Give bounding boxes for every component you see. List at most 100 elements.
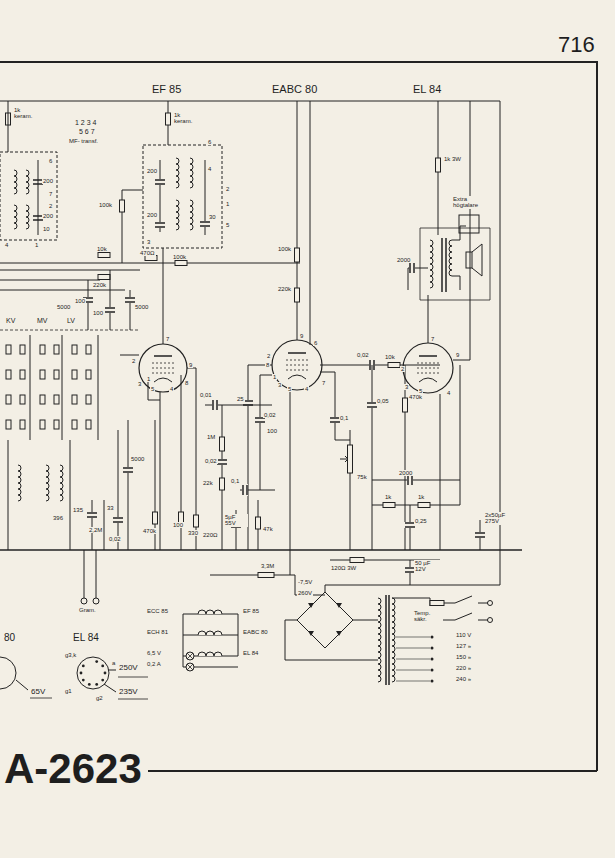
switch-contact [40, 420, 45, 429]
wire [87, 516, 97, 518]
wire [108, 670, 116, 671]
wire [290, 390, 291, 550]
tap [431, 658, 434, 661]
tap [431, 647, 434, 650]
socket-pin [101, 679, 104, 682]
wire [453, 101, 470, 360]
resistor-symbol [430, 601, 444, 606]
label-text: 2 [225, 186, 230, 192]
coil [430, 240, 433, 288]
label-text: 6 [207, 139, 212, 145]
wire [385, 595, 387, 685]
socket-pin [95, 660, 98, 663]
label-text: 220 » [455, 665, 472, 671]
wire [478, 620, 488, 621]
label-text: 220Ω [202, 532, 219, 538]
wire [183, 614, 184, 667]
wire [478, 603, 488, 604]
wire [217, 459, 227, 461]
tube-envelope [403, 343, 453, 393]
label-text: 100 [266, 428, 278, 434]
wire [70, 440, 71, 550]
tap [431, 680, 434, 683]
label-text: 1M [206, 434, 216, 440]
label-text: 3 [277, 382, 282, 388]
wire [84, 550, 85, 598]
wire [96, 550, 97, 598]
wire [0, 330, 140, 331]
label-text: 3 [404, 384, 409, 390]
resistor-symbol [98, 253, 110, 258]
label-text: 5000 [56, 304, 71, 310]
switch-contact [86, 395, 91, 404]
wire [160, 392, 161, 550]
resistor-symbol [175, 261, 187, 266]
wire [210, 575, 258, 576]
wire [0, 62, 597, 771]
socket-pin [104, 672, 107, 675]
switch-contact [86, 420, 91, 429]
wire [152, 363, 174, 364]
label-text: 396 [52, 515, 64, 521]
socket-pin [80, 672, 83, 675]
wire [187, 653, 193, 659]
coil [60, 465, 63, 501]
wire [110, 270, 111, 330]
wire [417, 373, 439, 374]
switch-contact [20, 370, 25, 379]
if-can [143, 145, 222, 248]
label-text: EABC 80 [242, 629, 269, 635]
label-text: 200 [146, 168, 158, 174]
label-text: 127 » [455, 643, 472, 649]
label-text: g2 [95, 695, 104, 701]
wire [212, 400, 214, 410]
label-text: 1 2 3 4 [74, 119, 97, 126]
wire [409, 263, 411, 273]
wire [217, 463, 227, 465]
capacitor-gap [242, 484, 248, 496]
label-text: ECH 81 [146, 629, 169, 635]
wire [444, 603, 455, 604]
label-text: 2,2M [88, 527, 103, 533]
wire [104, 684, 116, 692]
wire [367, 406, 377, 408]
wire [420, 228, 490, 300]
wire [441, 238, 443, 292]
switch-contact [6, 395, 11, 404]
resistor-symbol [153, 512, 158, 524]
coil [14, 205, 17, 229]
switch-contact [6, 420, 11, 429]
extra-speaker-box [459, 215, 479, 233]
capacitor-gap [154, 179, 166, 185]
label-text: g1 [64, 688, 73, 694]
coil [190, 158, 193, 188]
wire [118, 677, 148, 678]
label-text: a [111, 660, 116, 666]
label-text: 25 [236, 396, 245, 402]
capacitor-gap [112, 517, 124, 523]
wire [216, 400, 218, 410]
wire [113, 517, 123, 519]
label-text: 330 [187, 530, 199, 536]
resistor-symbol [295, 288, 300, 302]
label-text: 716 [557, 33, 596, 56]
label-text: 6 [48, 158, 53, 164]
if-can [0, 152, 57, 240]
label-text: 7 [321, 380, 326, 386]
label-text: 0,02 [108, 536, 122, 542]
label-text: 10k [384, 354, 396, 360]
capacitor-gap [199, 221, 211, 227]
wire [118, 430, 119, 550]
wire [88, 280, 89, 330]
tube-envelope [272, 340, 322, 390]
label-text: LV [66, 317, 76, 324]
cathode [288, 375, 306, 379]
wire [0, 270, 140, 271]
tube-envelope [139, 344, 187, 392]
resistor-symbol [220, 478, 225, 490]
coil [449, 240, 452, 276]
capacitor-gap [216, 459, 228, 465]
label-text: 3 [137, 381, 142, 387]
label-text: 30 [208, 214, 217, 220]
